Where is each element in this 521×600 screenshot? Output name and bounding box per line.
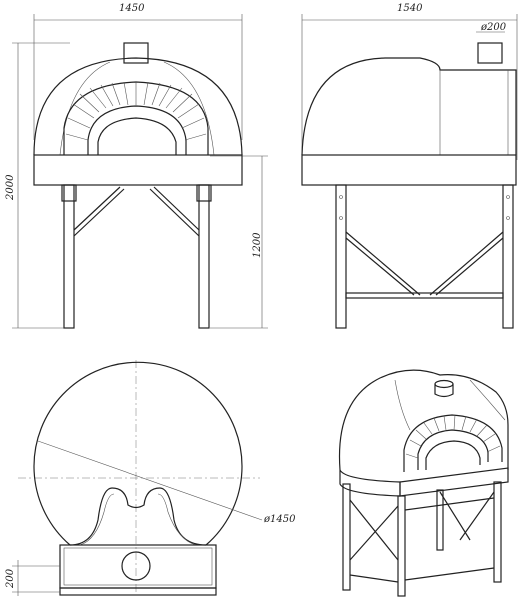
plan-view: ø1450 200 [5, 360, 296, 596]
front-height-label: 2000 [5, 174, 16, 201]
side-front-leg [335, 184, 347, 329]
side-base-band [301, 154, 517, 186]
isometric-view [338, 369, 509, 597]
plan-base [59, 544, 217, 589]
right-leg [198, 184, 210, 329]
side-chimney [477, 42, 503, 64]
front-view: 1450 2000 1200 [5, 3, 268, 329]
iso-dome [338, 369, 509, 471]
side-depth-label: 1540 [397, 3, 423, 14]
iso-brick-arch [403, 414, 503, 472]
front-width-label: 1450 [119, 3, 145, 14]
iso-base-front [399, 467, 509, 497]
side-back-leg [502, 184, 514, 329]
iso-base-left [339, 469, 401, 497]
side-view: 1540 ø200 [301, 3, 518, 329]
chimney-diameter-label: ø200 [480, 22, 507, 33]
plan-offset-label: 200 [5, 568, 16, 589]
oven-dome [33, 57, 243, 156]
plan-dome-circle [33, 361, 243, 546]
base-band [33, 154, 243, 186]
plan-diameter-label: ø1450 [263, 514, 296, 525]
front-leg-height-label: 1200 [252, 232, 263, 258]
left-leg [63, 184, 75, 329]
plan-chimney-circle [121, 551, 151, 581]
plan-mouth-outline [69, 487, 207, 546]
oven-mouth [97, 117, 177, 155]
side-cross-bar [345, 292, 504, 299]
side-dome [301, 57, 517, 156]
brick-arch-inner [87, 105, 187, 155]
chimney [123, 42, 149, 64]
iso-chimney [434, 384, 454, 398]
